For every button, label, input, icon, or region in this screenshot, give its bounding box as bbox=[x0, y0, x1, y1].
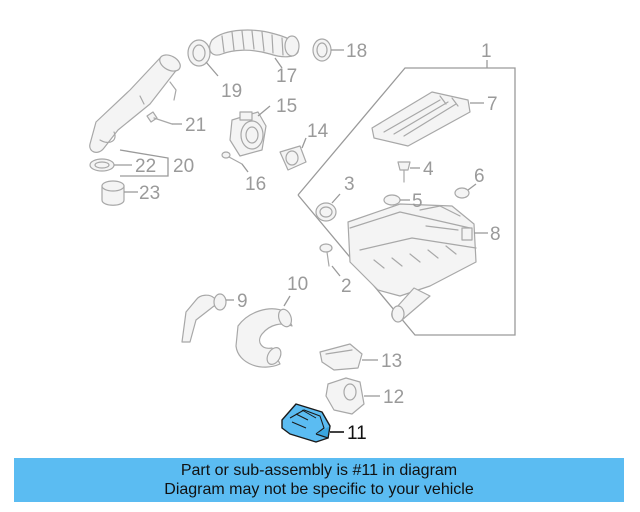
callout-19: 19 bbox=[221, 81, 242, 102]
callout-15: 15 bbox=[276, 96, 297, 117]
part-9-hose bbox=[181, 293, 227, 343]
part-3-seal-ring bbox=[315, 202, 337, 222]
part-8-air-cleaner-housing bbox=[347, 203, 477, 323]
part-6-grommet bbox=[454, 187, 470, 199]
part-10-intake-duct bbox=[235, 308, 293, 368]
part-16-bolt bbox=[221, 151, 243, 165]
callout-3: 3 bbox=[344, 174, 355, 195]
callout-21: 21 bbox=[185, 115, 206, 136]
callout-1: 1 bbox=[481, 41, 492, 62]
callout-11[interactable]: 11 bbox=[347, 423, 367, 444]
callout-10: 10 bbox=[287, 274, 308, 295]
callout-5: 5 bbox=[412, 191, 423, 212]
part-19-clamp bbox=[187, 39, 211, 67]
callout-16: 16 bbox=[245, 174, 266, 195]
part-12-resonator bbox=[325, 377, 365, 415]
banner-line-1: Part or sub-assembly is #11 in diagram bbox=[180, 462, 458, 479]
callout-23: 23 bbox=[139, 183, 160, 204]
part-5-grommet bbox=[383, 194, 401, 206]
callout-20: 20 bbox=[173, 156, 194, 177]
part-4-screw bbox=[397, 161, 411, 183]
callout-22: 22 bbox=[135, 156, 156, 177]
callout-9: 9 bbox=[237, 291, 248, 312]
part-7-filter-element bbox=[371, 91, 471, 147]
callout-4: 4 bbox=[423, 159, 434, 180]
callout-14: 14 bbox=[307, 121, 329, 142]
part-14-connector bbox=[279, 145, 307, 171]
part-22-seal-ring bbox=[89, 158, 115, 172]
callout-7: 7 bbox=[487, 94, 498, 115]
part-18-hose-clamp bbox=[312, 38, 332, 62]
banner-line-2: Diagram may not be specific to your vehi… bbox=[164, 481, 474, 498]
part-17-intake-hose bbox=[209, 29, 300, 58]
part-21-bolt bbox=[146, 111, 173, 125]
part-23-seal bbox=[101, 180, 125, 206]
callout-18: 18 bbox=[346, 41, 367, 62]
callout-17: 17 bbox=[276, 66, 297, 87]
callout-6: 6 bbox=[474, 166, 485, 187]
callout-13: 13 bbox=[381, 351, 402, 372]
part-11-highlighted[interactable] bbox=[281, 403, 331, 443]
info-banner: Part or sub-assembly is #11 in diagram D… bbox=[14, 458, 624, 502]
part-20-intake-tube bbox=[89, 54, 181, 153]
callout-12: 12 bbox=[383, 387, 404, 408]
callout-8: 8 bbox=[490, 224, 501, 245]
part-2-screw bbox=[319, 243, 333, 267]
callout-2: 2 bbox=[341, 276, 352, 297]
part-13-duct bbox=[319, 343, 363, 371]
part-15-air-flow-sensor bbox=[229, 111, 267, 157]
